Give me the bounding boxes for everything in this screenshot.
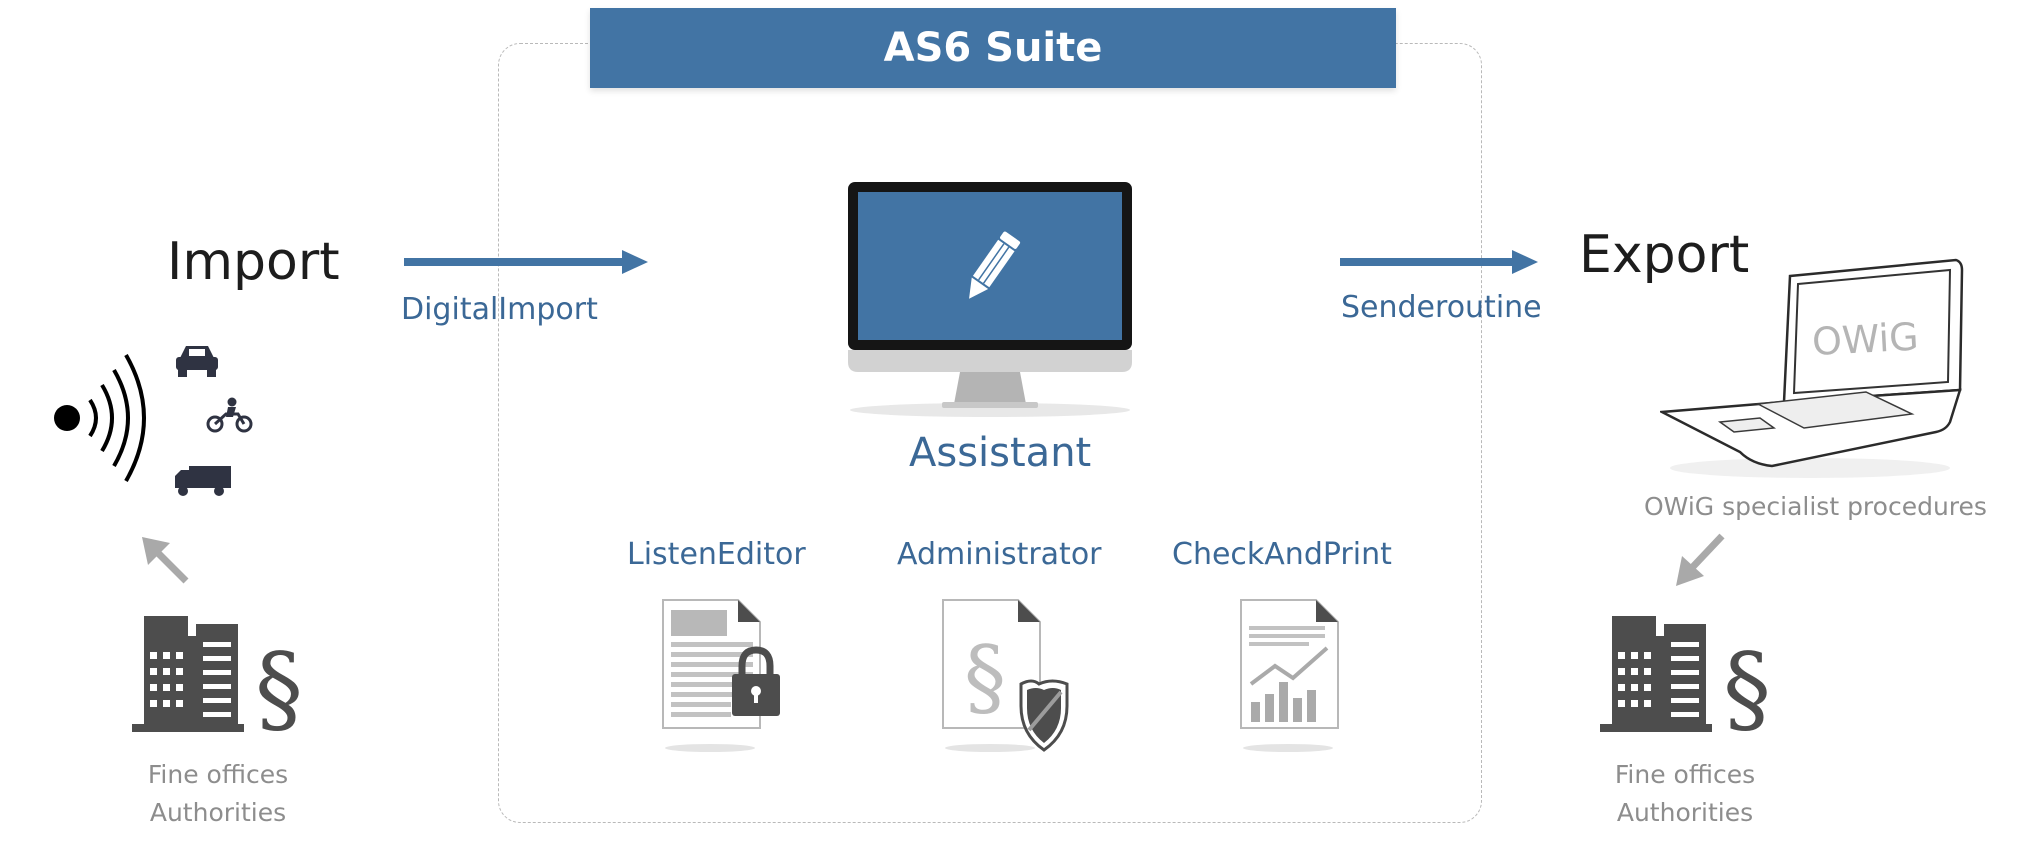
- left-up-arrow: [142, 537, 189, 584]
- owig-caption: OWiG specialist procedures: [1644, 492, 1987, 521]
- check-and-print-label: CheckAndPrint: [1172, 537, 1392, 572]
- laptop-icon: OWiG: [1660, 258, 1964, 478]
- senderoutine-label: Senderoutine: [1341, 290, 1542, 325]
- digital-import-label: DigitalImport: [401, 292, 598, 327]
- pencil-icon: [969, 231, 1021, 299]
- car-icon: [176, 346, 218, 377]
- export-title: Export: [1579, 225, 1750, 285]
- document-paragraph-icon: §: [964, 628, 1006, 726]
- right-offices-caption: Fine offices Authorities: [1585, 756, 1785, 832]
- right-offices-line2: Authorities: [1616, 798, 1754, 827]
- document-shield-icon: §: [942, 599, 1069, 752]
- document-lock-icon: [662, 599, 780, 752]
- signal-waves-icon: [54, 354, 146, 482]
- right-down-arrow: [1676, 533, 1725, 586]
- left-offices-line1: Fine offices: [147, 760, 289, 789]
- import-title: Import: [167, 232, 340, 292]
- document-chart-icon: [1240, 599, 1339, 752]
- listen-editor-label: ListenEditor: [627, 537, 806, 572]
- motorcycle-icon: [206, 397, 253, 433]
- suite-title: AS6 Suite: [590, 8, 1396, 88]
- right-office-building-icon: §: [1600, 616, 1771, 734]
- right-offices-line1: Fine offices: [1614, 760, 1756, 789]
- truck-icon: [175, 466, 231, 496]
- administrator-label: Administrator: [897, 537, 1102, 572]
- left-paragraph-icon: §: [255, 633, 303, 734]
- monitor-icon: [848, 182, 1132, 417]
- export-arrow: [1340, 250, 1538, 274]
- left-offices-caption: Fine offices Authorities: [118, 756, 318, 832]
- laptop-screen-text: OWiG: [1811, 314, 1920, 364]
- assistant-label: Assistant: [909, 430, 1092, 476]
- left-office-building-icon: §: [132, 616, 303, 734]
- import-arrow: [404, 250, 648, 274]
- left-offices-line2: Authorities: [149, 798, 287, 827]
- right-paragraph-icon: §: [1723, 633, 1771, 734]
